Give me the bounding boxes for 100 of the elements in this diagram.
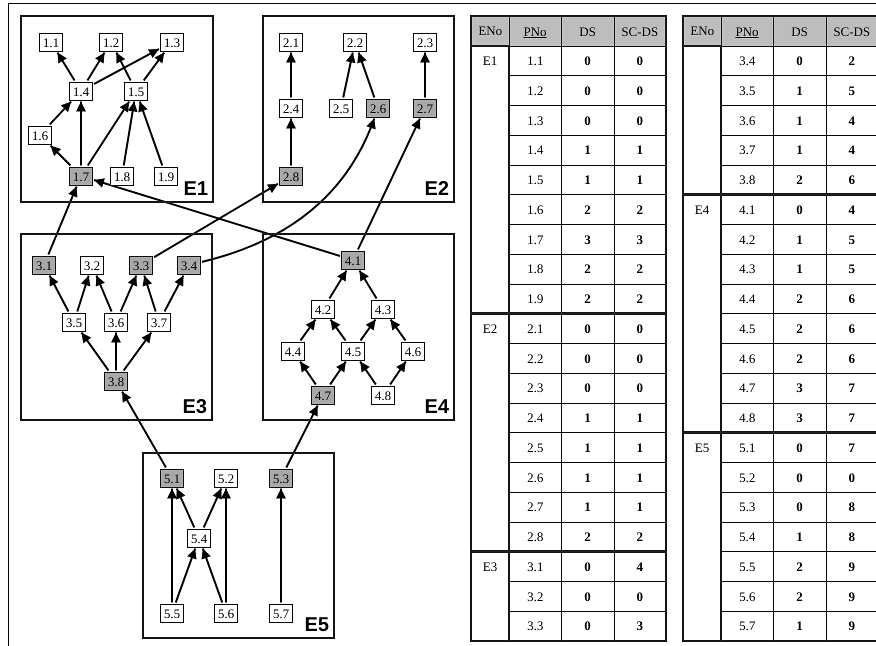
table-cell: 2.5 bbox=[509, 432, 561, 462]
numbered-box: 5.3 bbox=[269, 468, 293, 488]
numbered-box: 3.8 bbox=[104, 372, 128, 390]
header-cell: SC-DS bbox=[614, 16, 666, 46]
arrow bbox=[389, 360, 407, 386]
table-cell: E3 bbox=[471, 552, 509, 641]
arrow bbox=[420, 52, 430, 98]
arrow bbox=[164, 275, 184, 312]
table-cell: 2.3 bbox=[509, 373, 561, 403]
table-cell: 4 bbox=[614, 552, 666, 582]
arrow bbox=[48, 275, 70, 312]
numbered-box: 3.5 bbox=[62, 312, 86, 332]
arrow bbox=[357, 52, 376, 98]
numbered-box: 4.8 bbox=[371, 386, 395, 404]
table-cell: 3.2 bbox=[509, 582, 561, 612]
arrow bbox=[174, 548, 197, 603]
table-cell: 4 bbox=[826, 194, 876, 224]
numbered-box: 4.6 bbox=[401, 342, 425, 360]
header-cell: DS bbox=[773, 16, 826, 46]
arrow bbox=[138, 101, 164, 166]
arrow bbox=[329, 360, 347, 386]
numbered-box: 4.5 bbox=[341, 342, 365, 360]
table-cell: 1.8 bbox=[509, 254, 561, 284]
table-cell: 1 bbox=[773, 106, 826, 136]
group-frame bbox=[142, 452, 335, 639]
group-label: E2 bbox=[424, 177, 449, 201]
table-cell: 2 bbox=[773, 314, 826, 344]
table-cell: 5.4 bbox=[721, 522, 773, 552]
table-cell: 1 bbox=[773, 135, 826, 165]
numbered-box: 3.1 bbox=[32, 256, 56, 274]
table-cell: 0 bbox=[561, 46, 614, 76]
table-cell: 0 bbox=[561, 552, 614, 582]
arrow bbox=[121, 391, 167, 468]
numbered-box: 4.3 bbox=[371, 300, 395, 318]
table-cell: 2.1 bbox=[509, 314, 561, 344]
table-cell: 0 bbox=[773, 462, 826, 492]
numbered-box: 5.7 bbox=[269, 604, 293, 622]
table-cell: E2 bbox=[471, 314, 509, 552]
table-cell: 0 bbox=[561, 106, 614, 136]
group-frame bbox=[20, 15, 214, 203]
table-cell: 5.5 bbox=[721, 552, 773, 582]
table-cell: 2.7 bbox=[509, 492, 561, 522]
table-cell: 1 bbox=[561, 165, 614, 195]
arrow bbox=[276, 488, 286, 602]
arrow bbox=[176, 488, 196, 528]
table-cell: 1 bbox=[773, 254, 826, 284]
arrow bbox=[221, 488, 231, 602]
header-cell: ENo bbox=[471, 16, 509, 46]
arrow bbox=[285, 405, 319, 468]
numbered-box: 1.9 bbox=[154, 166, 178, 186]
arrow bbox=[86, 52, 106, 82]
arrow bbox=[286, 118, 296, 166]
arrow bbox=[330, 318, 346, 342]
numbered-box: 3.3 bbox=[129, 256, 153, 274]
table-cell: 1.6 bbox=[509, 194, 561, 224]
table-cell: 1 bbox=[561, 403, 614, 433]
table-cell: 5.2 bbox=[721, 462, 773, 492]
header-cell: ENo bbox=[683, 16, 721, 46]
arrow bbox=[300, 318, 316, 342]
table-cell: 5.1 bbox=[721, 432, 773, 462]
numbered-box: 3.7 bbox=[147, 312, 171, 332]
arrow bbox=[202, 488, 222, 528]
table-cell: 0 bbox=[773, 194, 826, 224]
numbered-box: 1.2 bbox=[99, 32, 123, 52]
numbered-box: 1.3 bbox=[160, 32, 184, 52]
group-label: E3 bbox=[182, 395, 207, 419]
numbered-box: 4.2 bbox=[311, 300, 335, 318]
arrow bbox=[360, 318, 376, 342]
table-cell: 0 bbox=[773, 432, 826, 462]
numbered-box: 2.3 bbox=[413, 32, 437, 52]
group-frame bbox=[262, 15, 455, 203]
arrow bbox=[122, 332, 152, 372]
table-cell: 3.5 bbox=[721, 76, 773, 106]
table-cell: 4.4 bbox=[721, 284, 773, 314]
numbered-box: 2.4 bbox=[279, 98, 303, 118]
table-cell: E1 bbox=[471, 46, 509, 314]
arrow bbox=[94, 48, 160, 85]
arrow bbox=[122, 101, 138, 166]
table-cell: 2 bbox=[561, 254, 614, 284]
table-cell: 2 bbox=[773, 344, 826, 374]
group-frame bbox=[20, 233, 213, 421]
table-cell: 3 bbox=[561, 224, 614, 254]
table-cell: 4.7 bbox=[721, 373, 773, 403]
group-frame bbox=[262, 233, 455, 421]
table-cell: 0 bbox=[561, 344, 614, 374]
numbered-box: 4.4 bbox=[281, 342, 305, 360]
arrow bbox=[286, 52, 296, 98]
table-cell: 5.6 bbox=[721, 582, 773, 612]
table-cell: 3 bbox=[773, 373, 826, 403]
table-cell: 2.2 bbox=[509, 344, 561, 374]
table-cell: E4 bbox=[683, 194, 721, 433]
table-cell: 3.7 bbox=[721, 135, 773, 165]
table-cell: 4.6 bbox=[721, 344, 773, 374]
table-cell: 2.4 bbox=[509, 403, 561, 433]
table-cell: 7 bbox=[826, 432, 876, 462]
numbered-box: 1.5 bbox=[124, 82, 148, 100]
group-label: E4 bbox=[424, 395, 449, 419]
table-cell: 1 bbox=[773, 224, 826, 254]
numbered-box: 2.8 bbox=[279, 166, 303, 186]
arrow bbox=[80, 332, 110, 372]
